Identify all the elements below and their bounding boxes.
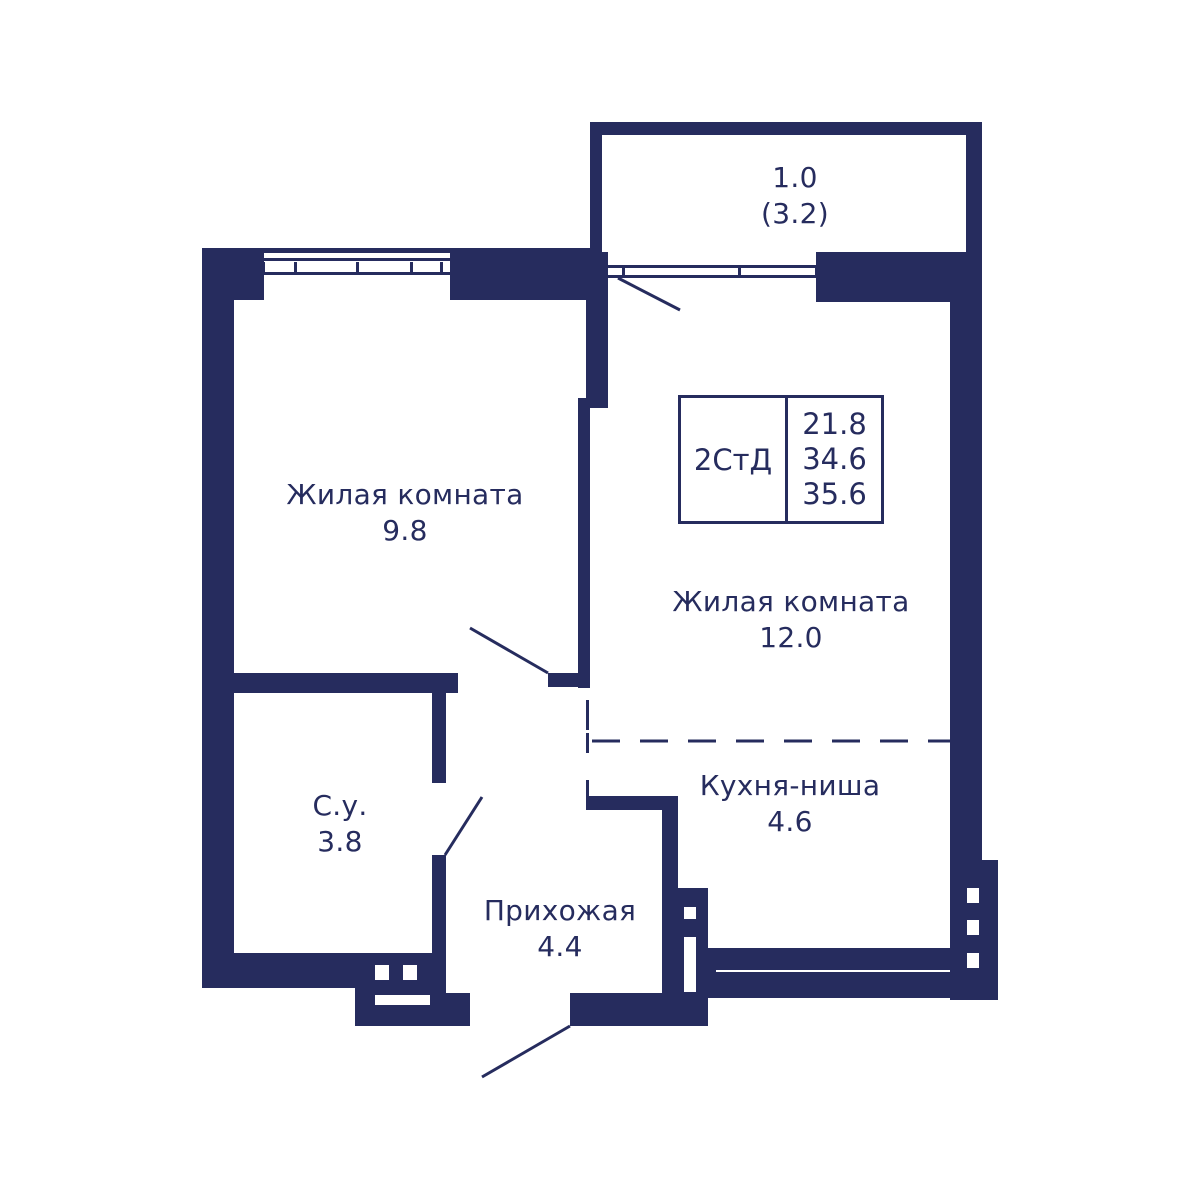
room-area: 9.8 xyxy=(382,514,428,547)
balcony-area: 1.0 xyxy=(772,161,818,194)
room-name: Жилая комната xyxy=(672,585,910,618)
room-label-bedroom: Жилая комната 9.8 xyxy=(250,477,560,549)
room-name: Жилая комната xyxy=(286,478,524,511)
room-label-living-room: Жилая комната 12.0 xyxy=(636,584,946,656)
room-label-bathroom: С.у. 3.8 xyxy=(270,788,410,860)
room-area: 12.0 xyxy=(759,621,823,654)
room-name: Прихожая xyxy=(483,894,637,927)
total-area-with-balcony: 35.6 xyxy=(802,477,867,511)
room-area: 3.8 xyxy=(317,825,363,858)
room-name: Кухня-ниша xyxy=(699,769,881,802)
apartment-info-box: 2СтД 21.8 34.6 35.6 xyxy=(678,395,884,524)
room-label-hallway: Прихожая 4.4 xyxy=(460,893,660,965)
balcony-area-full: (3.2) xyxy=(761,197,829,230)
room-area: 4.4 xyxy=(537,930,583,963)
living-area: 21.8 xyxy=(802,407,867,441)
room-name: С.у. xyxy=(312,789,368,822)
balcony-label: 1.0 (3.2) xyxy=(730,160,860,232)
total-area: 34.6 xyxy=(802,442,867,476)
room-area: 4.6 xyxy=(767,805,813,838)
apartment-type: 2СтД xyxy=(681,398,788,521)
room-label-kitchen-niche: Кухня-ниша 4.6 xyxy=(660,768,920,840)
